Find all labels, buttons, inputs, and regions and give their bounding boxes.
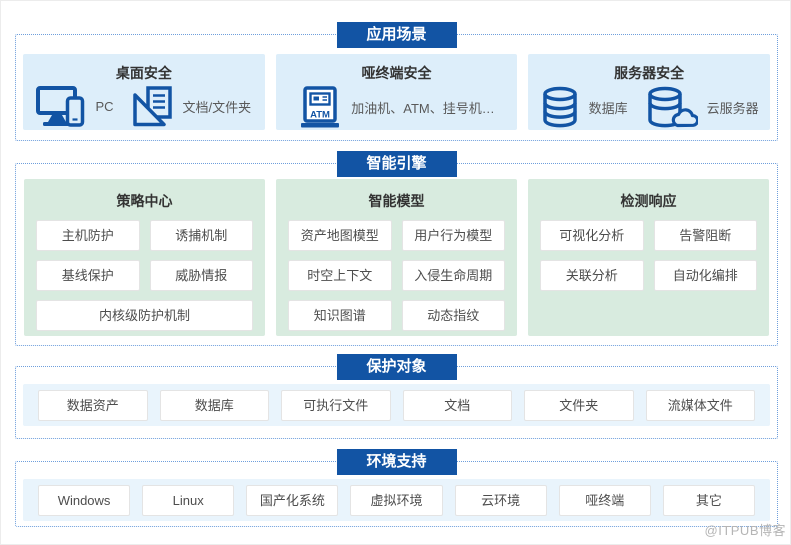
- protected-objects-band: 数据资产 数据库 可执行文件 文档 文件夹 流媒体文件: [23, 384, 770, 426]
- scenario-item: 云服务器: [646, 86, 759, 128]
- scenario-item-label: 加油机、ATM、挂号机…: [351, 100, 495, 116]
- object-chip: 数据资产: [38, 389, 148, 421]
- engine-chip: 知识图谱: [288, 300, 392, 331]
- section-application-scenarios: 应用场景 桌面安全 PC: [15, 22, 778, 141]
- section-banner: 应用场景: [336, 22, 457, 48]
- environment-chip: 云环境: [454, 484, 547, 516]
- scenario-item-label: 云服务器: [706, 100, 759, 116]
- engine-panels: 策略中心 主机防护 诱捕机制 基线保护 威胁情报 内核级防护机制 智能模型 资产…: [16, 164, 777, 336]
- object-chip: 流媒体文件: [645, 389, 755, 421]
- card-title: 哑终端安全: [361, 65, 432, 81]
- section-banner: 智能引擎: [336, 151, 457, 177]
- engine-chip: 自动化编排: [653, 260, 757, 291]
- engine-chip: 入侵生命周期: [401, 260, 505, 291]
- database-icon: [542, 86, 577, 128]
- environment-chip: 虚拟环境: [350, 484, 443, 516]
- object-chip: 文档: [402, 389, 512, 421]
- environment-chip: 哑终端: [558, 484, 651, 516]
- card-dumb-terminal-security: 哑终端安全 ATM 加油机、ATM、挂号机…: [275, 54, 518, 130]
- engine-chip: 诱捕机制: [149, 220, 253, 251]
- engine-chip: 用户行为模型: [401, 220, 505, 251]
- scenario-item: 文档/文件夹: [132, 86, 252, 127]
- engine-chip: 时空上下文: [288, 260, 392, 291]
- environment-chip: 其它: [662, 484, 755, 516]
- scenario-item: ATM 加油机、ATM、挂号机…: [298, 86, 495, 128]
- engine-chip: 基线保护: [36, 260, 140, 291]
- section-protected-objects: 保护对象 数据资产 数据库 可执行文件 文档 文件夹 流媒体文件: [15, 354, 778, 439]
- object-chip: 文件夹: [524, 389, 634, 421]
- section-banner: 保护对象: [336, 354, 457, 380]
- panel-policy-center: 策略中心 主机防护 诱捕机制 基线保护 威胁情报 内核级防护机制: [24, 179, 265, 336]
- object-chip: 数据库: [159, 389, 269, 421]
- section-intelligent-engine: 智能引擎 策略中心 主机防护 诱捕机制 基线保护 威胁情报 内核级防护机制 智能…: [15, 151, 778, 346]
- panel-title: 策略中心: [116, 193, 173, 209]
- object-chip: 可执行文件: [281, 389, 391, 421]
- engine-chip: 威胁情报: [149, 260, 253, 291]
- card-desktop-security: 桌面安全 PC: [23, 54, 265, 130]
- watermark: @ITPUB博客: [704, 523, 786, 538]
- environment-chip: 国产化系统: [246, 484, 339, 516]
- cloud-server-icon: [647, 86, 698, 128]
- engine-chip: 资产地图模型: [288, 220, 392, 251]
- section-banner: 环境支持: [336, 449, 457, 475]
- card-title: 桌面安全: [115, 65, 172, 81]
- scenario-item-label: PC: [95, 99, 114, 114]
- pc-icon: [36, 86, 85, 127]
- scenario-item-label: 数据库: [588, 100, 628, 116]
- atm-icon: ATM: [301, 86, 340, 128]
- environment-band: Windows Linux 国产化系统 虚拟环境 云环境 哑终端 其它: [23, 479, 770, 521]
- document-folder-icon: [132, 86, 172, 127]
- panel-detection-response: 检测响应 可视化分析 告警阻断 关联分析 自动化编排: [528, 179, 769, 336]
- engine-chip: 可视化分析: [540, 220, 644, 251]
- scenario-item-label: 文档/文件夹: [182, 100, 252, 115]
- engine-chip: 动态指纹: [401, 300, 505, 331]
- scenario-item: PC: [36, 86, 114, 127]
- scenario-cards: 桌面安全 PC: [16, 35, 777, 130]
- panel-title: 检测响应: [620, 193, 677, 209]
- svg-text:ATM: ATM: [310, 110, 330, 121]
- panel-intelligent-model: 智能模型 资产地图模型 用户行为模型 时空上下文 入侵生命周期 知识图谱 动态指…: [276, 179, 517, 336]
- environment-chip: Linux: [142, 484, 235, 516]
- scenario-item: 数据库: [540, 86, 628, 128]
- engine-chip: 告警阻断: [653, 220, 757, 251]
- section-environment-support: 环境支持 Windows Linux 国产化系统 虚拟环境 云环境 哑终端 其它: [15, 449, 778, 527]
- engine-chip: 主机防护: [36, 220, 140, 251]
- engine-chip: 内核级防护机制: [36, 300, 253, 331]
- panel-title: 智能模型: [368, 193, 425, 209]
- engine-chip: 关联分析: [540, 260, 644, 291]
- card-title: 服务器安全: [614, 65, 685, 81]
- card-server-security: 服务器安全 数据库: [528, 54, 771, 130]
- environment-chip: Windows: [38, 484, 131, 516]
